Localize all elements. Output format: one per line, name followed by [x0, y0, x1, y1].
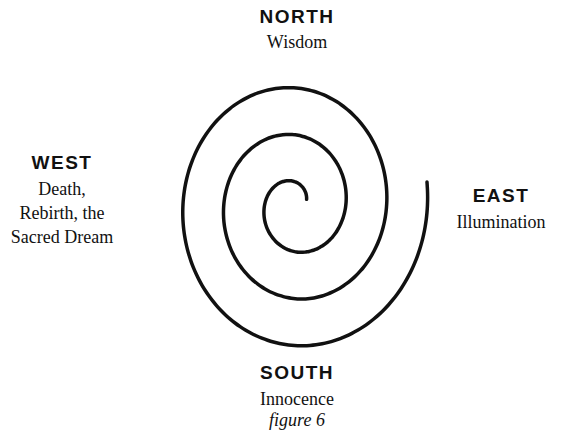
direction-name: EAST — [473, 185, 530, 207]
figure-caption: figure 6 — [269, 410, 325, 431]
direction-name: WEST — [32, 152, 93, 174]
direction-name: NORTH — [259, 6, 334, 28]
direction-meaning: Innocence — [260, 387, 334, 411]
direction-meaning: Illumination — [457, 210, 546, 234]
spiral-line — [183, 88, 428, 346]
direction-meaning: Wisdom — [267, 30, 327, 54]
direction-name: SOUTH — [260, 362, 334, 384]
direction-meaning: Death, Rebirth, the Sacred Dream — [8, 177, 116, 249]
